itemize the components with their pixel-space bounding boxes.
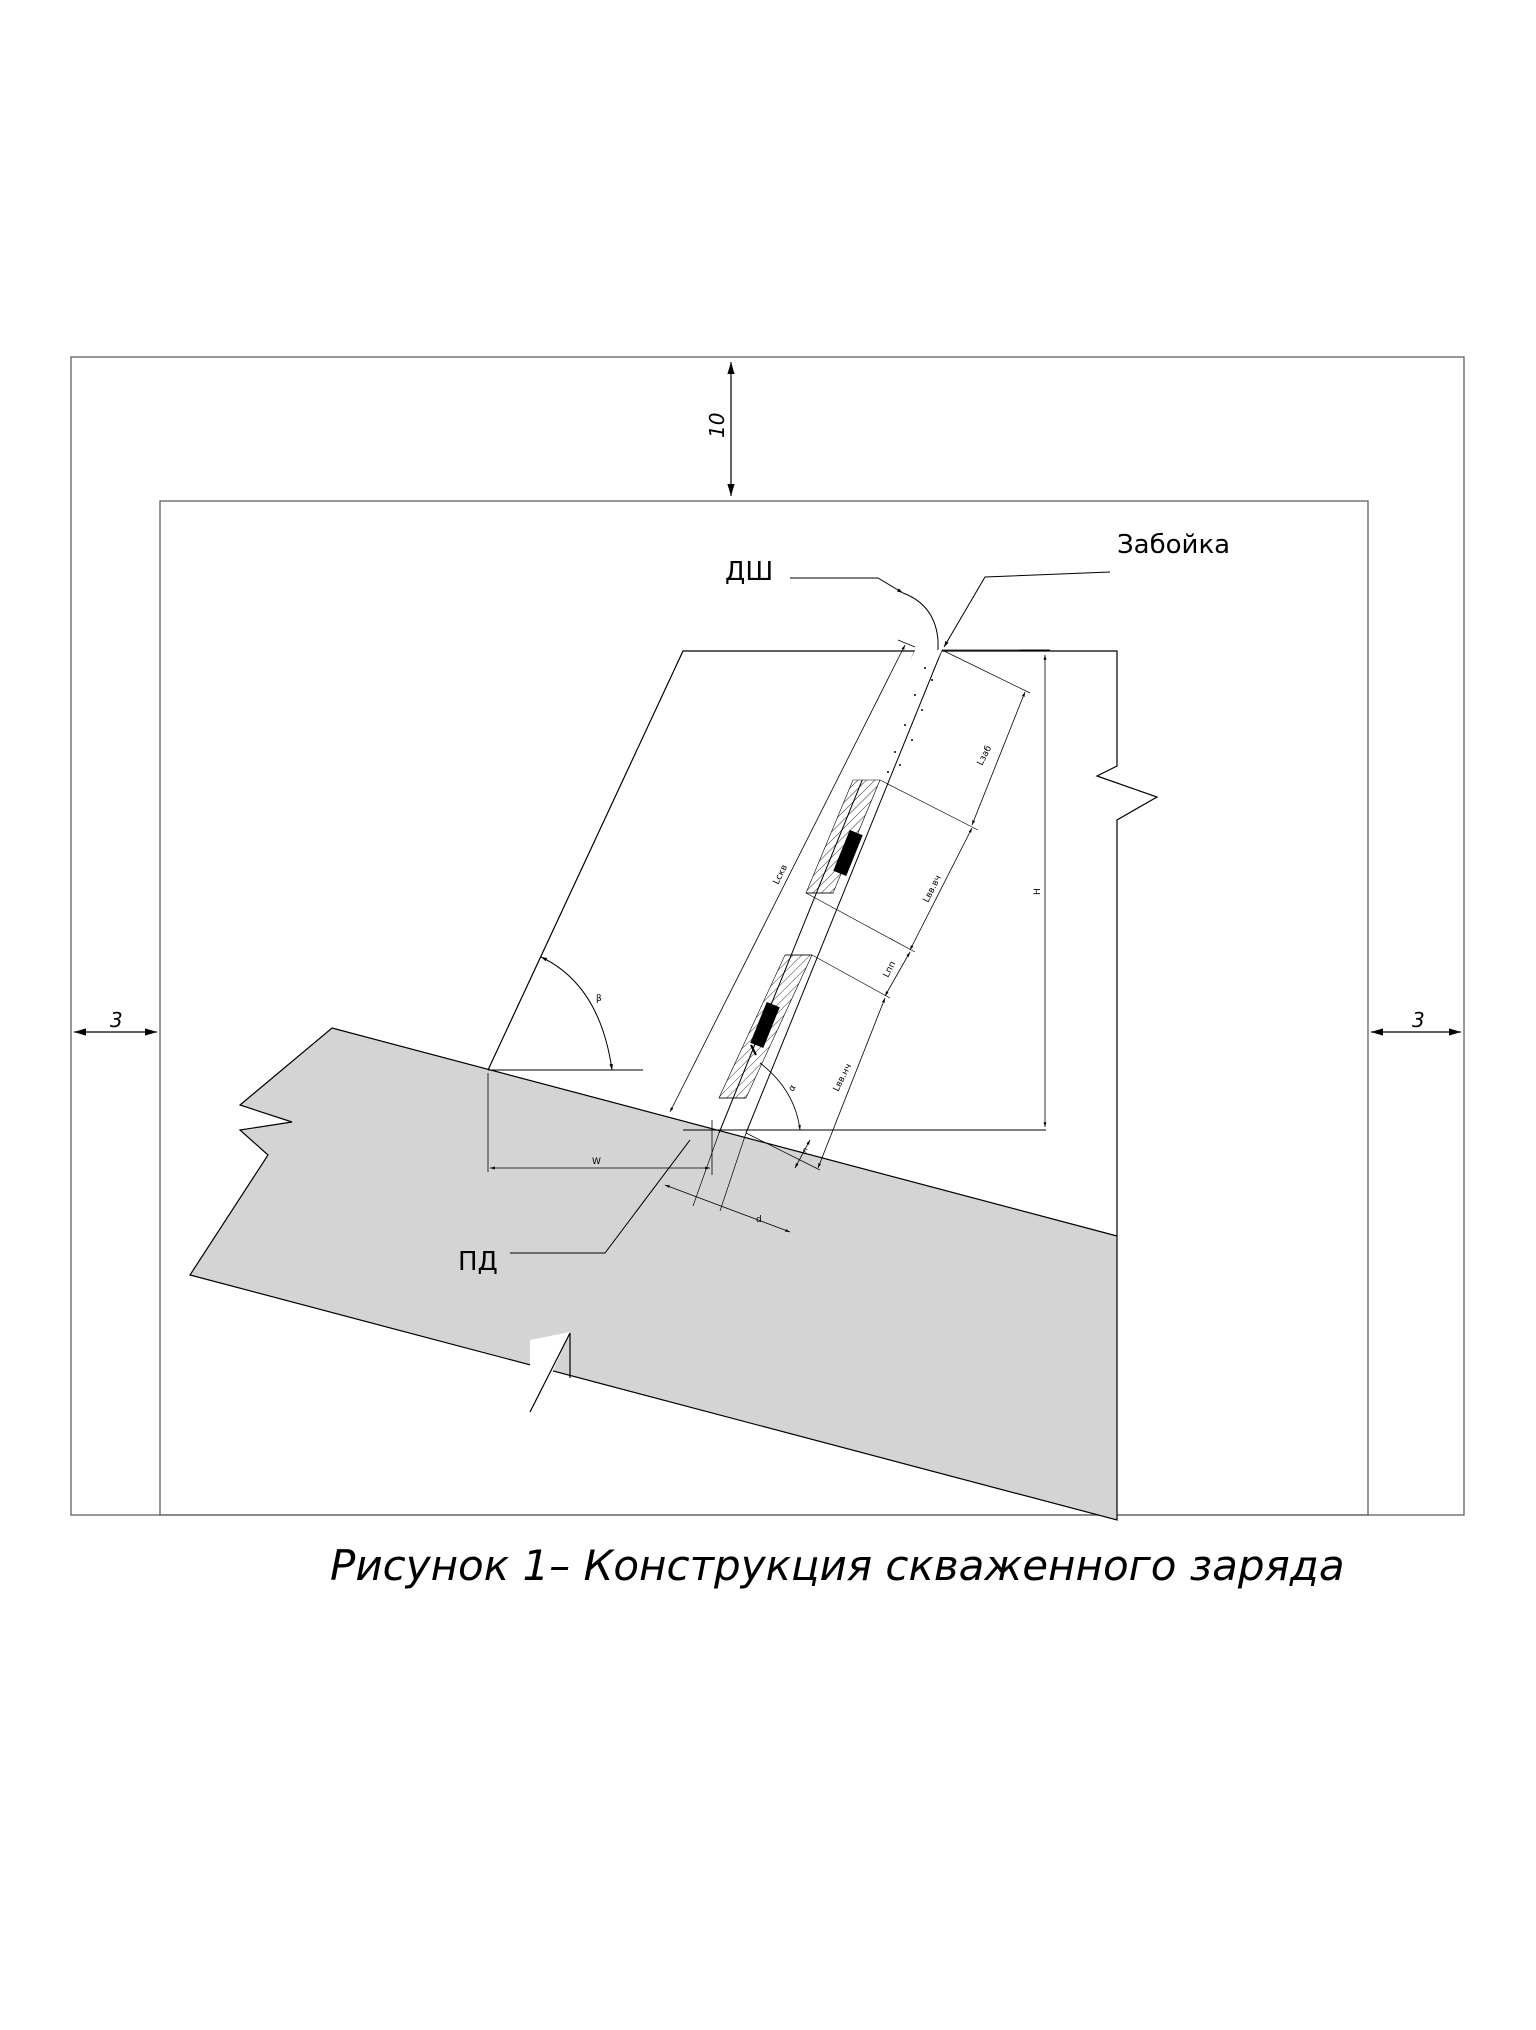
det-cord — [902, 592, 939, 650]
alpha-angle-arc — [759, 1062, 801, 1131]
right-margin-value: 3 — [1412, 1008, 1425, 1032]
det-cord-leader — [790, 577, 904, 594]
figure-caption: Рисунок 1– Конструкция скваженного заряд… — [330, 1541, 1345, 1590]
stemming-label: Забойка — [1117, 530, 1230, 560]
intermediate-detonator-label: ПД — [458, 1247, 498, 1277]
stemming-length-dimension — [971, 691, 1026, 826]
svg-text:Lвв.нч: Lвв.нч — [832, 1062, 854, 1093]
det-cord-label: ДШ — [725, 557, 773, 587]
bench-height-symbol: H — [1033, 888, 1043, 895]
diameter-symbol: d — [756, 1215, 762, 1225]
svg-text:Lзаб: Lзаб — [976, 744, 995, 768]
intermediate-detonator-leader — [510, 1139, 691, 1254]
svg-text:lп: lп — [800, 1146, 810, 1155]
beta-symbol: β — [596, 994, 602, 1004]
top-margin-value: 10 — [705, 413, 729, 438]
left-margin-value: 3 — [110, 1008, 123, 1032]
rock-massif — [189, 1027, 1118, 1521]
diameter-dimension — [664, 1184, 791, 1233]
gap-length-dimension — [884, 951, 911, 997]
hole-length-dimension — [669, 644, 906, 1113]
borehole — [718, 649, 943, 1134]
upper-charge — [805, 779, 881, 894]
lower-charge-length-dimension — [817, 997, 886, 1169]
svg-text:α: α — [787, 1083, 799, 1093]
stemming-leader — [943, 571, 1111, 648]
burden-symbol: W — [592, 1157, 601, 1167]
beta-angle-arc — [540, 956, 613, 1071]
inner-frame — [159, 500, 1369, 1516]
hole-length-symbol: Lскв — [772, 863, 790, 886]
upper-charge-length-dimension — [909, 827, 973, 951]
